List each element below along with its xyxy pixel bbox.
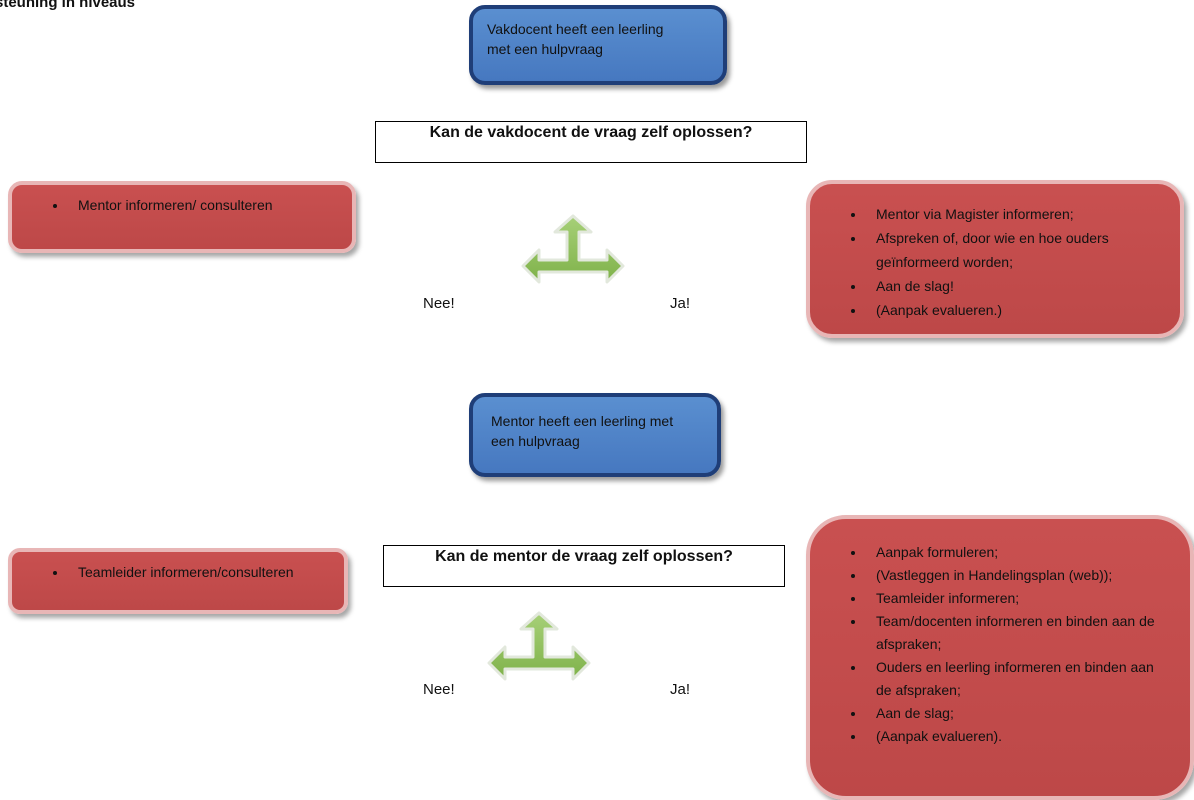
no-action-list: Teamleider informeren/consulteren [12, 562, 344, 582]
list-item: Aan de slag! [866, 274, 1156, 298]
list-item: Aanpak formuleren; [866, 541, 1166, 564]
yes-action-list: Aanpak formuleren; (Vastleggen in Handel… [810, 541, 1190, 748]
no-action-box-vakdocent: Mentor informeren/ consulteren [8, 181, 356, 253]
list-item: Teamleider informeren; [866, 587, 1166, 610]
list-item: Team/docenten informeren en binden aan d… [866, 610, 1166, 656]
no-label: Nee! [423, 681, 455, 698]
list-item: Teamleider informeren/consulteren [68, 562, 304, 582]
list-item: Mentor informeren/ consulteren [68, 193, 352, 217]
start-box-text: Vakdocent heeft een leerling met een hul… [487, 21, 664, 57]
list-item: (Vastleggen in Handelingsplan (web)); [866, 564, 1166, 587]
yes-action-list: Mentor via Magister informeren; Afspreke… [810, 202, 1180, 322]
list-item: Afspreken of, door wie en hoe ouders geï… [866, 226, 1156, 274]
list-item: (Aanpak evalueren). [866, 725, 1166, 748]
list-item: Mentor via Magister informeren; [866, 202, 1156, 226]
yes-label: Ja! [670, 681, 691, 698]
page-title: steuning in niveaus [0, 0, 136, 11]
t-junction-arrow-icon [487, 611, 591, 681]
yes-action-box-vakdocent: Mentor via Magister informeren; Afspreke… [806, 180, 1184, 338]
no-action-list: Mentor informeren/ consulteren [12, 193, 352, 217]
start-box-text: Mentor heeft een leerling met een hulpvr… [491, 413, 674, 449]
question-text: Kan de mentor de vraag zelf oplossen? [435, 548, 733, 565]
question-box-vakdocent: Kan de vakdocent de vraag zelf oplossen? [375, 121, 807, 163]
question-box-mentor: Kan de mentor de vraag zelf oplossen? [383, 545, 785, 587]
no-action-box-mentor: Teamleider informeren/consulteren [8, 548, 348, 614]
list-item: (Aanpak evalueren.) [866, 298, 1156, 322]
start-box-mentor: Mentor heeft een leerling met een hulpvr… [469, 393, 721, 477]
list-item: Ouders en leerling informeren en binden … [866, 656, 1166, 702]
yes-label: Ja! [670, 295, 691, 312]
no-label: Nee! [423, 295, 455, 312]
t-junction-arrow-icon [521, 214, 625, 284]
question-text: Kan de vakdocent de vraag zelf oplossen? [429, 124, 753, 141]
start-box-vakdocent: Vakdocent heeft een leerling met een hul… [469, 5, 727, 85]
list-item: Aan de slag; [866, 702, 1166, 725]
yes-action-box-mentor: Aanpak formuleren; (Vastleggen in Handel… [806, 515, 1194, 800]
